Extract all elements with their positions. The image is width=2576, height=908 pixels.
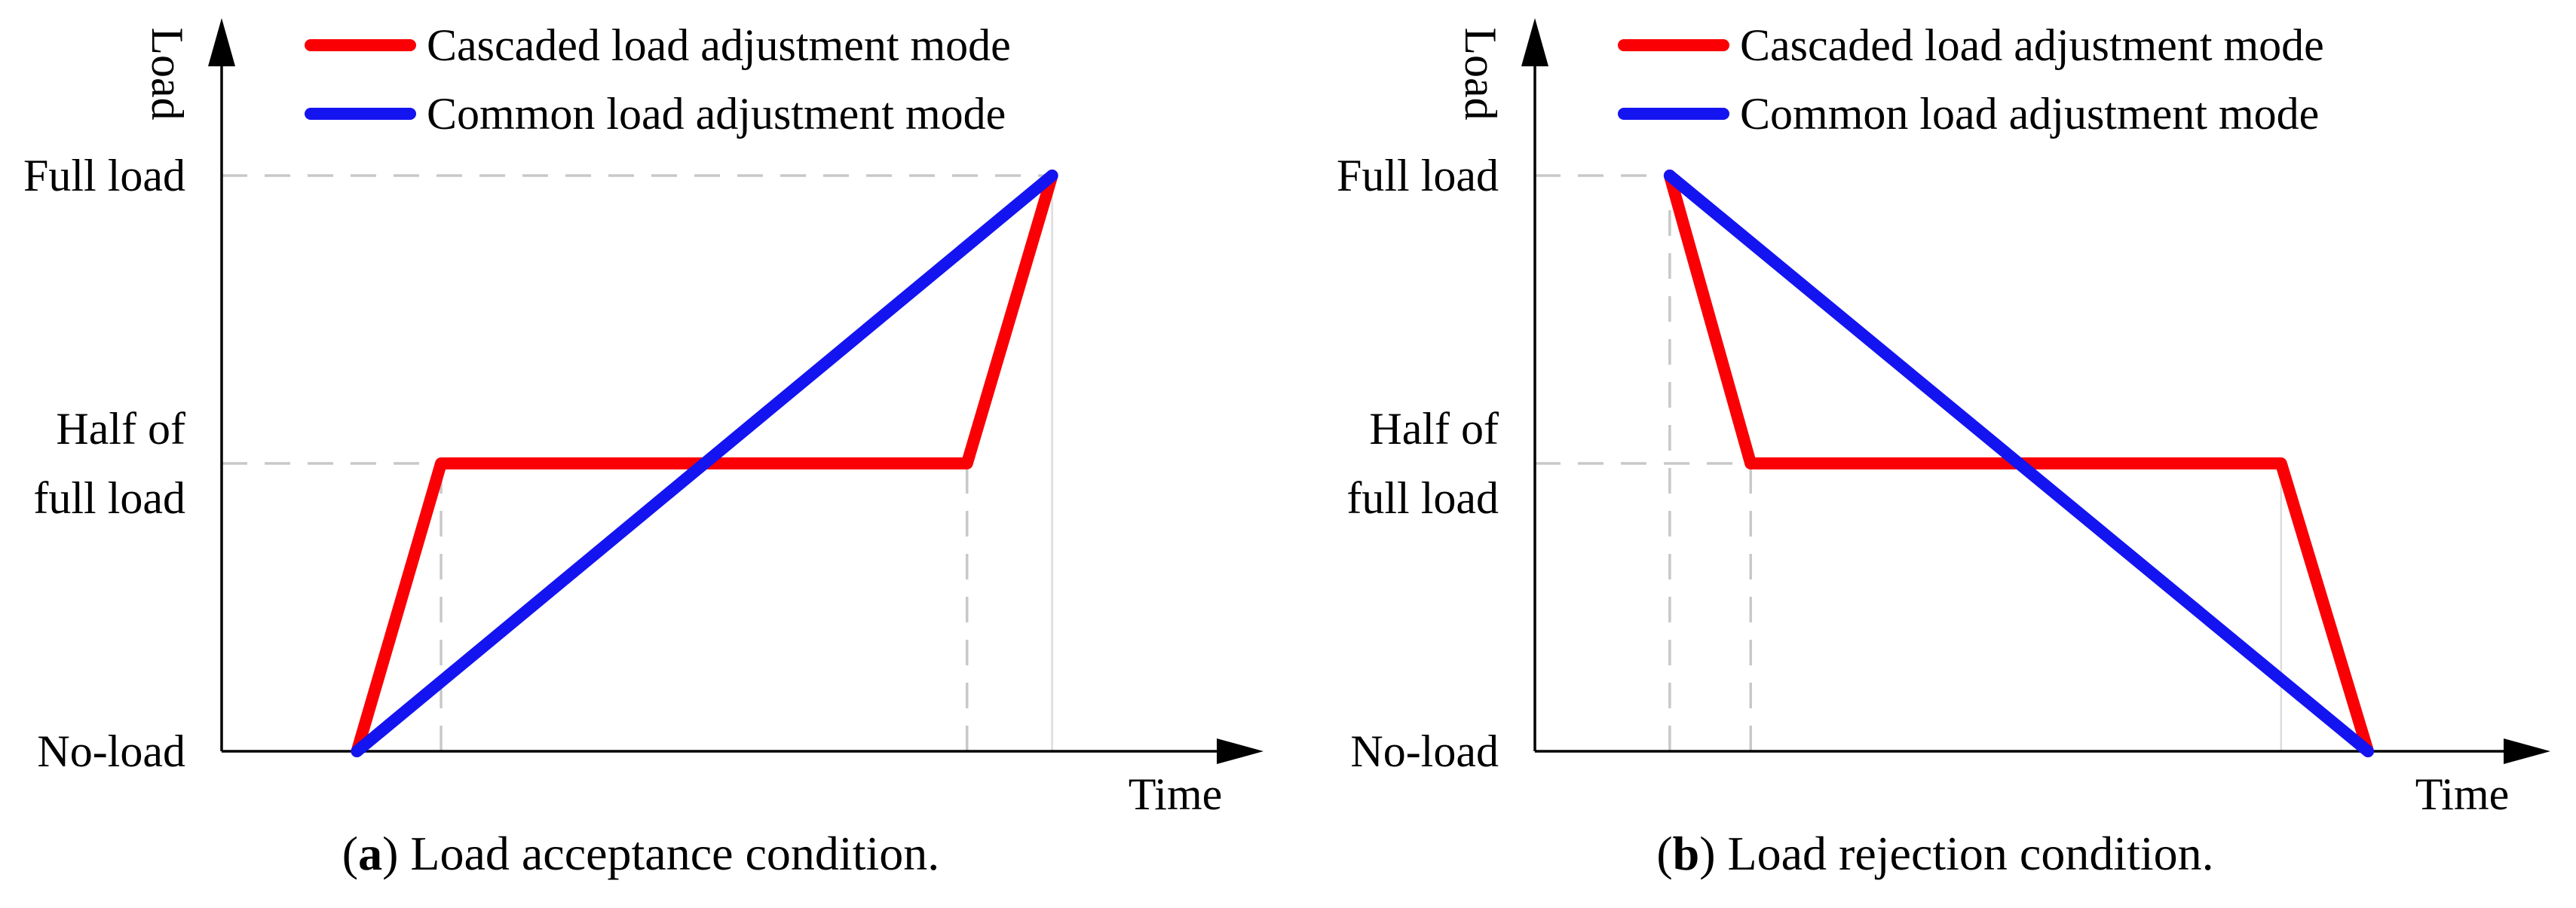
ytick-label-full-load: Full load bbox=[23, 151, 185, 200]
x-axis-arrowhead bbox=[2504, 738, 2550, 764]
y-axis-arrowhead bbox=[208, 18, 235, 66]
legend-label-common-load-adjustment-mode: Common load adjustment mode bbox=[427, 89, 1006, 139]
axis-label-time: Time bbox=[1129, 769, 1223, 819]
caption-b-text: ) Load rejection condition. bbox=[1699, 827, 2214, 880]
caption-b-paren-open: ( bbox=[1656, 827, 1673, 880]
caption-a: (a) Load acceptance condition. bbox=[0, 826, 1282, 882]
axis-label-time: Time bbox=[2415, 769, 2510, 819]
legend-label-cascaded-load-adjustment-mode: Cascaded load adjustment mode bbox=[1740, 20, 2324, 70]
axis-label-load: Load bbox=[1456, 27, 1505, 120]
ytick-label-half-of-full-load: Half of bbox=[56, 404, 185, 454]
ytick-label-half-of-full-load: full load bbox=[33, 473, 185, 523]
legend-label-cascaded-load-adjustment-mode: Cascaded load adjustment mode bbox=[427, 20, 1011, 70]
caption-b-letter: b bbox=[1672, 827, 1700, 880]
caption-b: (b) Load rejection condition. bbox=[1294, 826, 2576, 882]
caption-a-paren-open: ( bbox=[342, 827, 359, 880]
caption-a-text: ) Load acceptance condition. bbox=[382, 827, 940, 880]
y-axis-arrowhead bbox=[1521, 18, 1548, 66]
caption-a-letter: a bbox=[358, 827, 383, 880]
series-line-common-load-adjustment-mode bbox=[1663, 170, 2375, 757]
ytick-label-no-load: No-load bbox=[37, 726, 185, 776]
legend-label-common-load-adjustment-mode: Common load adjustment mode bbox=[1740, 89, 2319, 139]
x-axis-arrowhead bbox=[1217, 738, 1263, 764]
series-line-common-load-adjustment-mode bbox=[351, 170, 1058, 757]
ytick-label-half-of-full-load: Half of bbox=[1369, 404, 1499, 454]
ytick-label-half-of-full-load: full load bbox=[1346, 473, 1499, 523]
ytick-label-full-load: Full load bbox=[1337, 151, 1499, 200]
axis-label-load: Load bbox=[142, 27, 192, 120]
ytick-label-no-load: No-load bbox=[1350, 726, 1499, 776]
